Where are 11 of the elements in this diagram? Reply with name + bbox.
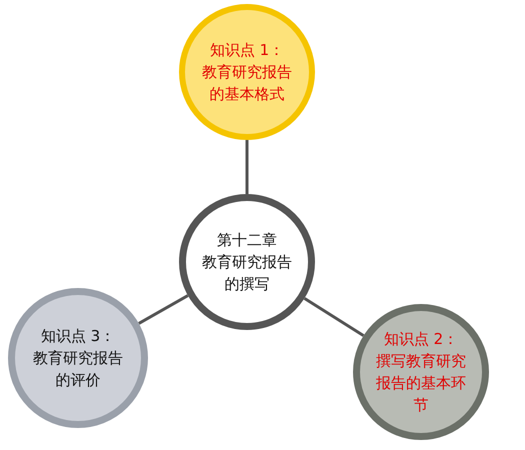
circle-heading: 知识点 3： bbox=[40, 326, 116, 347]
circle-text: 教育研究报告的基本格式 bbox=[201, 62, 293, 105]
circle-heading: 知识点 2： bbox=[382, 329, 460, 350]
circle-text: 教育研究报告的评价 bbox=[32, 348, 124, 391]
circle-heading: 知识点 1： bbox=[208, 40, 286, 61]
connector-line bbox=[246, 140, 248, 194]
circle-text: 撰写教育研究报告的基本环节 bbox=[375, 351, 467, 416]
connector-line bbox=[138, 294, 189, 325]
connector-line bbox=[304, 297, 364, 337]
circle-text: 教育研究报告的撰写 bbox=[201, 252, 293, 295]
circle-heading: 第十二章 bbox=[216, 230, 278, 251]
